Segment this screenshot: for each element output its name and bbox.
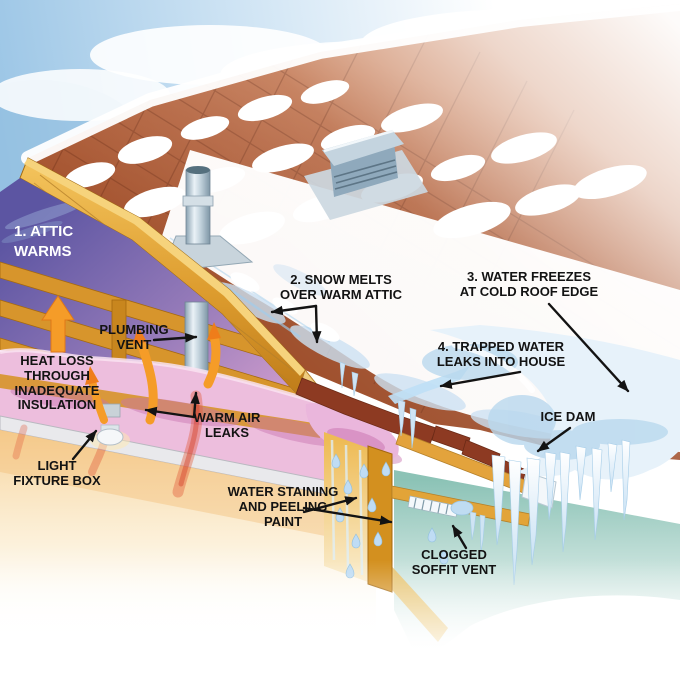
label-plumbing-vent: PLUMBING VENT (99, 322, 169, 352)
label-warm-air-leaks: WARM AIR LEAKS (193, 410, 261, 440)
arrow-trapped-water (439, 370, 522, 389)
vent-ice-clog (450, 500, 474, 516)
label-trapped-water: 4. TRAPPED WATER LEAKS INTO HOUSE (436, 339, 566, 369)
label-attic-warms: 1. ATTIC WARMS (14, 223, 74, 260)
arrow-warm-air-left (144, 406, 196, 419)
water-drops (331, 453, 449, 579)
arrow-snow-melts-down (311, 304, 322, 344)
arrow-ice-dam (536, 426, 572, 453)
heat-arrow-icon (203, 331, 221, 389)
arrow-snow-melts-left (270, 304, 318, 316)
arrow-water-freezes (547, 302, 630, 393)
icicles (339, 361, 631, 586)
arrow-warm-air-up (190, 391, 200, 419)
roof-vent (304, 129, 428, 220)
label-clogged-soffit-vent: CLOGGED SOFFIT VENT (411, 547, 497, 577)
arrow-light-fixture (71, 429, 98, 461)
label-snow-melts: 2. SNOW MELTS OVER WARM ATTIC (279, 272, 403, 302)
label-water-freezes: 3. WATER FREEZES AT COLD ROOF EDGE (459, 269, 599, 299)
label-water-staining: WATER STAINING AND PEELING PAINT (227, 484, 339, 529)
ice-dam (331, 325, 680, 586)
arrow-water-staining-2 (302, 506, 393, 526)
soffit-vent-strip (407, 495, 459, 518)
heat-arrows (41, 295, 221, 425)
heat-arrow-icon (41, 295, 75, 353)
bottom-fade (0, 560, 680, 680)
heat-plumes-into-room (12, 390, 203, 498)
callout-arrows (71, 302, 630, 550)
arrow-plumbing-vent (152, 332, 198, 343)
label-light-fixture-box: LIGHT FIXTURE BOX (13, 458, 101, 488)
label-heat-loss: HEAT LOSS THROUGH INADEQUATE INSULATION (14, 353, 100, 413)
label-ice-dam: ICE DAM (540, 409, 596, 424)
ceiling-joist (0, 374, 320, 438)
arrow-clogged-soffit (451, 524, 468, 550)
